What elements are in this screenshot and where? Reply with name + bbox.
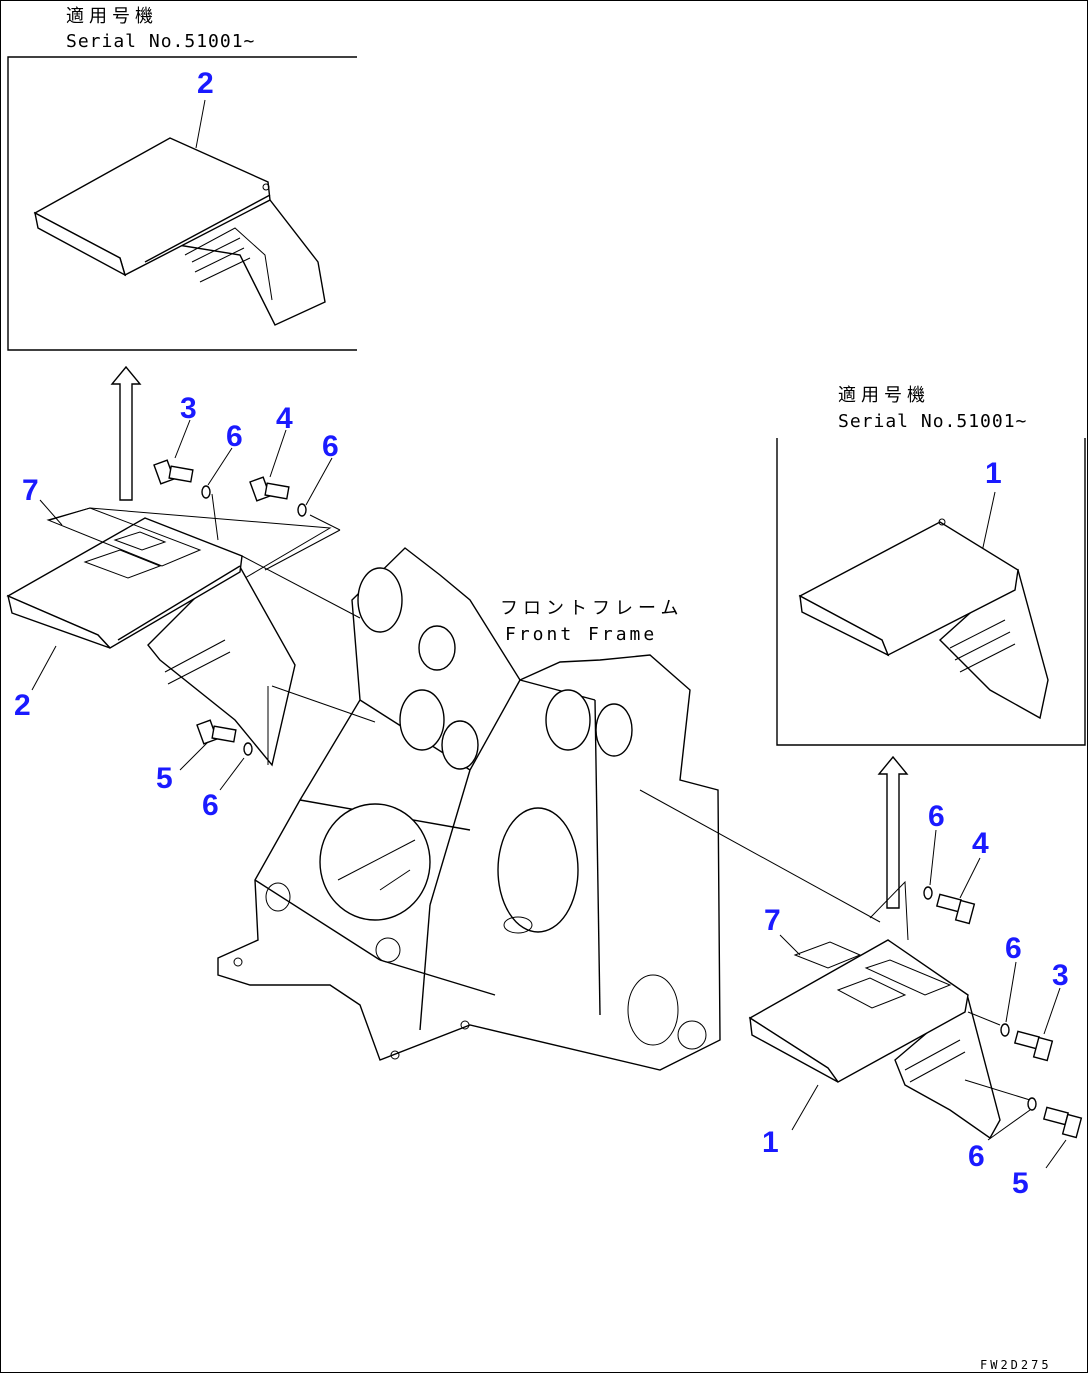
bolt-3-right — [1013, 1030, 1054, 1062]
inset-right-box — [776, 438, 1086, 746]
right-step-assembly: 6 4 7 6 3 1 6 5 — [639, 789, 1083, 1200]
leader-line — [981, 491, 996, 553]
bolt-5-left — [196, 719, 237, 745]
callout-6: 6 — [968, 1140, 985, 1173]
front-frame-label-jp: フロントフレーム — [500, 598, 683, 619]
inset-right-part-number: 1 — [985, 457, 1002, 490]
left-step-assembly: 3 6 4 6 7 2 5 6 — [6, 392, 376, 822]
washer-6-right — [1000, 1023, 1010, 1037]
inset-left-serial: Serial No.51001~ — [66, 31, 255, 52]
washer-6-left — [243, 742, 253, 756]
callout-1: 1 — [762, 1126, 779, 1159]
callout-7: 7 — [764, 904, 781, 937]
front-frame-label-en: Front Frame — [505, 624, 657, 645]
bolt-4-left — [249, 476, 290, 502]
figure-code: FW2D275 — [980, 1358, 1052, 1372]
callout-6: 6 — [322, 430, 339, 463]
inset-left-box — [7, 56, 357, 351]
bolt-5-right — [1042, 1106, 1083, 1139]
callout-4: 4 — [972, 827, 989, 860]
front-frame: フロントフレーム Front Frame — [217, 547, 721, 1071]
callout-6: 6 — [928, 800, 945, 833]
callout-6: 6 — [226, 420, 243, 453]
callout-6: 6 — [202, 789, 219, 822]
callout-7: 7 — [22, 474, 39, 507]
inset-right: 適用号機 Serial No.51001~ 1 — [776, 385, 1086, 746]
callout-2: 2 — [14, 689, 31, 722]
inset-left-part-number: 2 — [197, 67, 214, 100]
inset-right-applicability: 適用号機 — [838, 385, 930, 406]
inset-left: 適用号機 Serial No.51001~ 2 — [7, 6, 357, 351]
step-part-2-detail — [33, 137, 326, 326]
bolt-4-right — [935, 893, 976, 925]
washer-6-left — [297, 503, 307, 517]
callout-3: 3 — [1052, 959, 1069, 992]
bolt-3-left — [153, 459, 194, 485]
callout-4: 4 — [276, 402, 293, 435]
inset-right-serial: Serial No.51001~ — [838, 411, 1027, 432]
inset-left-applicability: 適用号機 — [66, 6, 158, 27]
callout-6: 6 — [1005, 932, 1022, 965]
callout-3: 3 — [180, 392, 197, 425]
callout-5: 5 — [1012, 1167, 1029, 1200]
washer-6-right — [923, 886, 933, 900]
step-part-1-detail — [798, 518, 1049, 720]
washer-6-left — [201, 485, 211, 499]
callout-5: 5 — [156, 762, 173, 795]
washer-6-right — [1027, 1097, 1037, 1111]
arrow-up-left — [110, 365, 142, 501]
arrow-up-right — [877, 755, 909, 909]
leader-line — [195, 99, 206, 149]
